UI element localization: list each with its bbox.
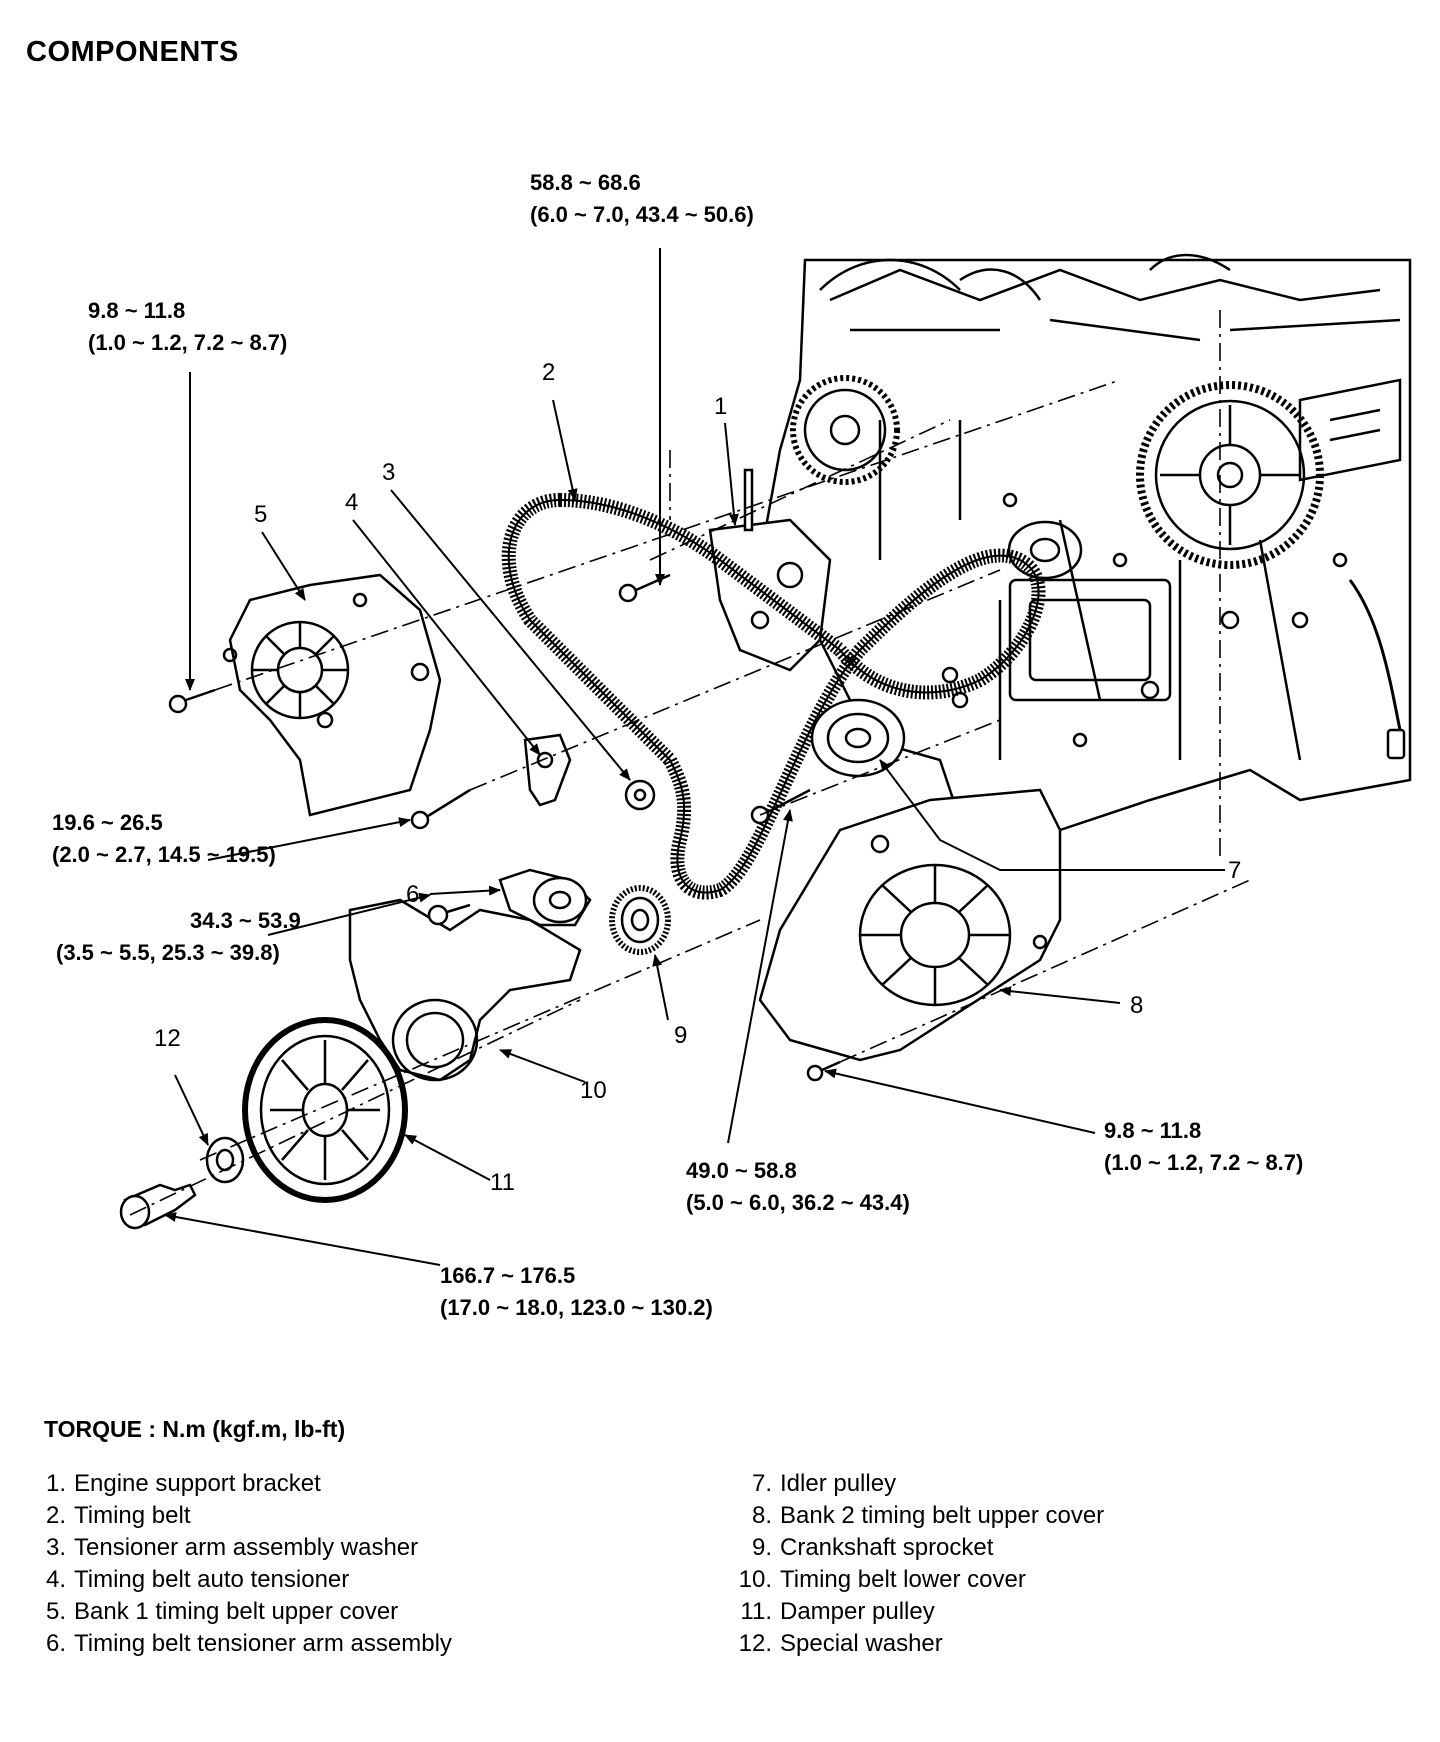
torque-top-left-2: (1.0 ~ 1.2, 7.2 ~ 8.7) [88, 330, 287, 355]
torque-left-lower-1: 34.3 ~ 53.9 [190, 908, 301, 933]
page-title: COMPONENTS [26, 36, 239, 68]
callout-11: 11 [490, 1169, 515, 1196]
callout-10: 10 [580, 1077, 607, 1104]
callout-8: 8 [1130, 992, 1143, 1019]
bank1-cam-sprocket [790, 375, 900, 485]
callout-7: 7 [1228, 857, 1241, 884]
callout-9: 9 [674, 1022, 687, 1049]
legend-item: 3.Tensioner arm assembly washer [45, 1534, 419, 1561]
torque-left-mid-1: 19.6 ~ 26.5 [52, 810, 163, 835]
callout-3: 3 [382, 459, 395, 486]
torque-specs: 58.8 ~ 68.6 (6.0 ~ 7.0, 43.4 ~ 50.6) 9.8… [52, 170, 1303, 1320]
bolts [168, 573, 841, 1082]
torque-bottom-bolt-1: 166.7 ~ 176.5 [440, 1263, 575, 1288]
legend-item: 9.Crankshaft sprocket [751, 1534, 994, 1561]
legend-item: 8.Bank 2 timing belt upper cover [751, 1502, 1105, 1529]
bank2-upper-cover [758, 788, 1062, 1062]
callout-12: 12 [154, 1025, 181, 1052]
torque-bottom-bolt-2: (17.0 ~ 18.0, 123.0 ~ 130.2) [440, 1295, 713, 1320]
crank-bolt [119, 1183, 197, 1230]
torque-right-lower-1: 9.8 ~ 11.8 [1104, 1118, 1201, 1143]
bank2-cam-sprocket [1136, 381, 1324, 569]
tensioner-washer [624, 779, 656, 811]
torque-bottom-mid-2: (5.0 ~ 6.0, 36.2 ~ 43.4) [686, 1190, 910, 1215]
bank1-upper-cover [222, 573, 442, 817]
torque-top-left-1: 9.8 ~ 11.8 [88, 298, 185, 323]
torque-bottom-mid-1: 49.0 ~ 58.8 [686, 1158, 797, 1183]
torque-top-center-2: (6.0 ~ 7.0, 43.4 ~ 50.6) [530, 202, 754, 227]
legend-left: 1.Engine support bracket 2.Timing belt 3… [24, 1468, 452, 1660]
timing-belt [501, 492, 1046, 900]
legend-item: 2.Timing belt [45, 1502, 191, 1529]
alignment-lines [129, 310, 1251, 1216]
damper-pulley [242, 1017, 408, 1203]
legend-item: 11.Damper pulley [740, 1598, 935, 1625]
torque-left-lower-2: (3.5 ~ 5.5, 25.3 ~ 39.8) [56, 940, 280, 965]
lower-cover [348, 898, 582, 1082]
legend-item: 4.Timing belt auto tensioner [45, 1566, 350, 1593]
idler-pulley [810, 698, 906, 778]
torque-top-center-1: 58.8 ~ 68.6 [530, 170, 641, 195]
legend-item: 6.Timing belt tensioner arm assembly [45, 1630, 452, 1657]
legend-item: 7.Idler pulley [751, 1470, 897, 1497]
legend-item: 5.Bank 1 timing belt upper cover [45, 1598, 399, 1625]
callout-5: 5 [254, 501, 267, 528]
torque-left-mid-2: (2.0 ~ 2.7, 14.5 ~ 19.5) [52, 842, 276, 867]
leader-lines [164, 248, 1225, 1266]
engine-support-bracket [708, 468, 832, 672]
legend-item: 10.Timing belt lower cover [738, 1566, 1026, 1593]
legend-item: 12.Special washer [738, 1630, 943, 1657]
callout-1: 1 [714, 393, 727, 420]
callout-6: 6 [406, 881, 419, 908]
callout-4: 4 [345, 489, 358, 516]
crankshaft-sprocket [609, 885, 671, 955]
legend-right: 7.Idler pulley 8.Bank 2 timing belt uppe… [730, 1468, 1105, 1660]
legend-item: 1.Engine support bracket [45, 1470, 321, 1497]
torque-right-lower-2: (1.0 ~ 1.2, 7.2 ~ 8.7) [1104, 1150, 1303, 1175]
callout-2: 2 [542, 359, 555, 386]
torque-units-heading: TORQUE : N.m (kgf.m, lb-ft) [44, 1416, 346, 1442]
callout-numbers: 1 2 3 4 5 6 7 8 9 10 11 12 [154, 359, 1241, 1196]
